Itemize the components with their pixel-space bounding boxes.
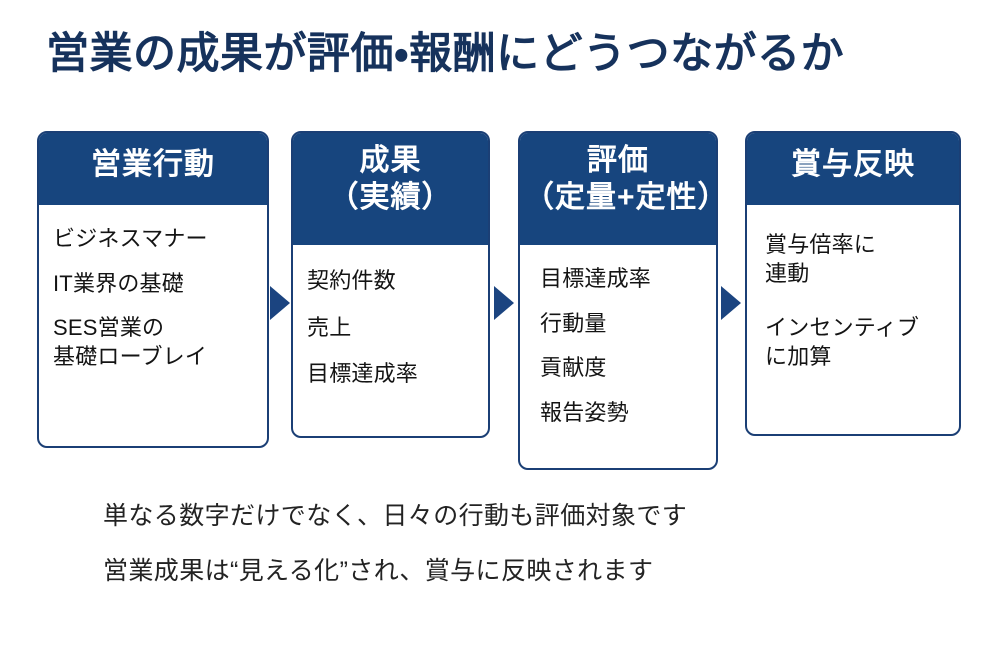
flow-card-item: 行動量: [540, 310, 607, 336]
flow-card-header-line: 賞与反映: [791, 148, 915, 181]
flow-card-item: インセンティブ に加算: [765, 315, 920, 369]
flow-card-body: ビジネスマナー IT業界の基礎 SES営業の 基礎ローブレイ: [39, 205, 267, 384]
flow-card-evaluation: 評価 （定量+定性） 目標達成率 行動量 貢献度 報告姿勢: [518, 131, 718, 470]
flow-card-header: 営業行動: [39, 133, 267, 205]
footer-note-line: 単なる数字だけでなく、日々の行動も評価対象です: [103, 502, 688, 530]
page-title: 営業の成果が評価・報酬にどうつながるか: [46, 30, 845, 78]
flow-card-item: 目標達成率: [540, 266, 652, 291]
flow-card-header: 賞与反映: [747, 133, 959, 205]
flow-card-item: 売上: [307, 314, 352, 340]
footer-notes: 単なる数字だけでなく、日々の行動も評価対象です 営業成果は“見える化”され、賞与…: [103, 500, 923, 589]
flow-card-header-line: 成果: [359, 144, 422, 177]
flow-card-item: ビジネスマナー: [53, 226, 208, 251]
flow-card-item: SES営業の 基礎ローブレイ: [53, 315, 208, 369]
flow-card-header-line: 営業行動: [91, 148, 215, 181]
flow-card-header-line: 評価: [587, 144, 649, 177]
flow-diagram: 営業行動 ビジネスマナー IT業界の基礎 SES営業の 基礎ローブレイ 成果 （…: [0, 118, 1000, 488]
flow-card-item: 目標達成率: [307, 361, 419, 387]
flow-card-header: 評価 （定量+定性）: [520, 133, 716, 245]
flow-card-item: 報告姿勢: [540, 399, 629, 425]
flow-card-header-line: （実績）: [328, 180, 453, 214]
flow-card-results: 成果 （実績） 契約件数 売上 目標達成率: [291, 131, 490, 438]
triangle-right-icon: [494, 286, 514, 320]
flow-card-body: 目標達成率 行動量 貢献度 報告姿勢: [520, 245, 716, 456]
flow-card-item: 契約件数: [307, 268, 396, 293]
triangle-right-icon: [270, 286, 290, 320]
flow-card-bonus-reflection: 賞与反映 賞与倍率に 連動 インセンティブ に加算: [745, 131, 961, 436]
flow-card-body: 契約件数 売上 目標達成率: [293, 245, 488, 419]
flow-card-header: 成果 （実績）: [293, 133, 488, 245]
flow-card-header-line: （定量+定性）: [524, 180, 718, 214]
flow-card-body: 賞与倍率に 連動 インセンティブ に加算: [747, 205, 959, 410]
flow-card-item: 賞与倍率に 連動: [765, 232, 877, 286]
flow-card-sales-activity: 営業行動 ビジネスマナー IT業界の基礎 SES営業の 基礎ローブレイ: [37, 131, 269, 448]
footer-note-line: 営業成果は“見える化”され、賞与に反映されます: [103, 556, 654, 585]
flow-card-item: IT業界の基礎: [53, 270, 184, 296]
flow-card-item: 貢献度: [540, 355, 607, 381]
triangle-right-icon: [721, 286, 741, 320]
